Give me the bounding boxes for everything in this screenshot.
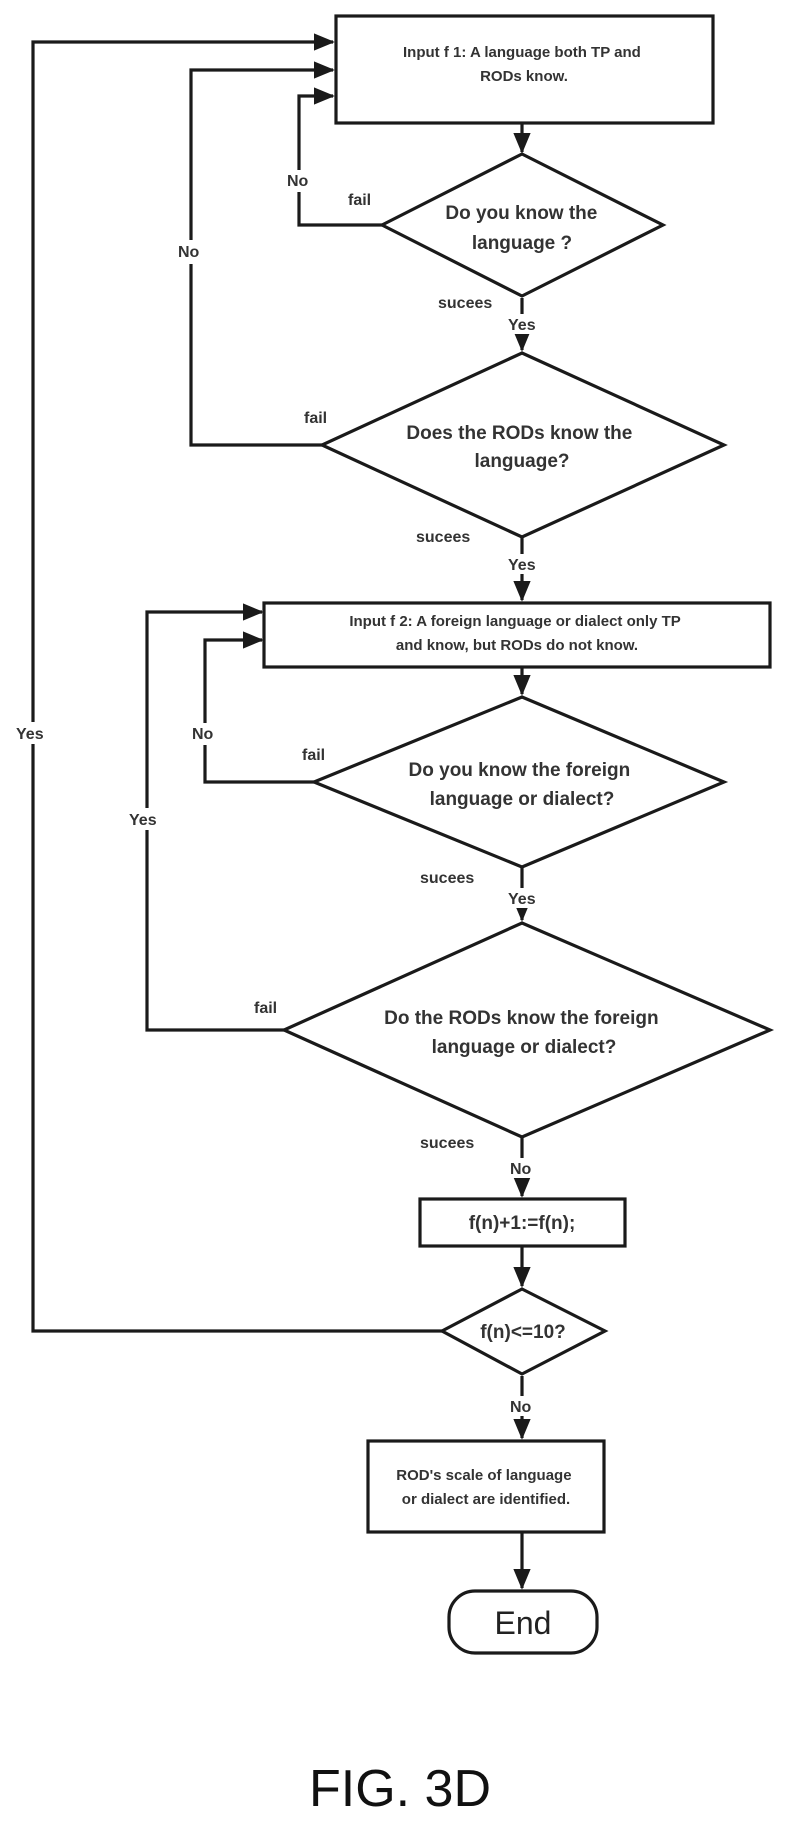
decision-you-know-foreign: Do you know the foreign language or dial… — [309, 695, 729, 869]
end-label: End — [495, 1605, 552, 1641]
d2-yes-label: Yes — [508, 557, 536, 574]
d2-success-label: sucees — [416, 529, 470, 546]
process-input-f2: Input f 2: A foreign language or dialect… — [262, 601, 772, 669]
d1-fail-label: fail — [348, 192, 371, 209]
svg-text:Do you know the language: Do you know the language ? — [445, 203, 602, 254]
input-f1-line-1: Input f 1: A language both TP and — [403, 44, 641, 61]
d2-fail-label: fail — [304, 410, 327, 427]
result-line-2: or dialect are identified. — [402, 1491, 570, 1508]
decision-you-know-language: Do you know the language ? — [378, 152, 667, 298]
edge-labels: fail No sucees Yes fail No sucees Yes fa… — [14, 170, 542, 1416]
connector-d3-no-loop — [203, 631, 314, 784]
d4-success-label: sucees — [420, 1135, 474, 1152]
d1-yes-label: Yes — [508, 317, 536, 334]
svg-text:Input f 1: A language both TP: Input f 1: A language both TP and RODs k… — [403, 44, 645, 85]
terminator-end: End — [447, 1589, 599, 1655]
svg-text:Do you know the foreign: Do you know the foreign language or dial… — [409, 760, 636, 810]
svg-text:Does the RODs know the l: Does the RODs know the language? — [406, 423, 637, 472]
decision-3-line-1: Do you know the foreign — [409, 760, 631, 781]
connector-d1-no-loop — [297, 87, 382, 227]
d4-fail-label: fail — [254, 1000, 277, 1017]
d2-no-label: No — [178, 244, 200, 261]
decision-3-line-2: language or dialect? — [430, 789, 615, 810]
d3-success-label: sucees — [420, 870, 474, 887]
process-input-f1: Input f 1: A language both TP and RODs k… — [334, 14, 715, 125]
limit-text: f(n)<=10? — [480, 1322, 566, 1343]
increment-text: f(n)+1:=f(n); — [469, 1213, 576, 1234]
input-f1-line-2: RODs know. — [480, 68, 568, 85]
decision-2-line-2: language? — [474, 451, 569, 472]
d3-fail-label: fail — [302, 747, 325, 764]
d1-no-label: No — [287, 173, 309, 190]
svg-text:Do the RODs know the foreign: Do the RODs know the foreign language or… — [384, 1008, 664, 1058]
svg-text:ROD's scale of language: ROD's scale of language or dialect are i… — [396, 1467, 575, 1508]
decision-4-line-2: language or dialect? — [432, 1037, 617, 1058]
connector-limit-yes-loop — [31, 33, 442, 1333]
process-increment: f(n)+1:=f(n); — [418, 1197, 627, 1248]
d3-no-label: No — [192, 726, 214, 743]
d3-yes-label: Yes — [508, 891, 536, 908]
connector-d2-no-loop — [189, 61, 335, 447]
decision-limit: f(n)<=10? — [438, 1287, 609, 1376]
result-line-1: ROD's scale of language — [396, 1467, 571, 1484]
decision-4-line-1: Do the RODs know the foreign — [384, 1008, 658, 1029]
input-f2-line-1: Input f 2: A foreign language or dialect… — [349, 613, 680, 630]
d4-yes-label: Yes — [129, 812, 157, 829]
d1-success-label: sucees — [438, 295, 492, 312]
decision-1-line-1: Do you know the — [445, 203, 597, 224]
limit-no-label: No — [510, 1399, 532, 1416]
decision-1-line-2: language ? — [472, 233, 572, 254]
limit-yes-label: Yes — [16, 726, 44, 743]
decision-rods-know-foreign: Do the RODs know the foreign language or… — [280, 921, 775, 1139]
figure-caption: FIG. 3D — [309, 1760, 491, 1818]
d4-no-label: No — [510, 1161, 532, 1178]
decision-rods-know-language: Does the RODs know the language? — [318, 351, 728, 539]
decision-2-line-1: Does the RODs know the — [406, 423, 632, 444]
process-result: ROD's scale of language or dialect are i… — [366, 1439, 606, 1534]
input-f2-line-2: and know, but RODs do not know. — [396, 637, 638, 654]
svg-text:Input f 2: A foreign language: Input f 2: A foreign language or dialect… — [349, 613, 684, 654]
